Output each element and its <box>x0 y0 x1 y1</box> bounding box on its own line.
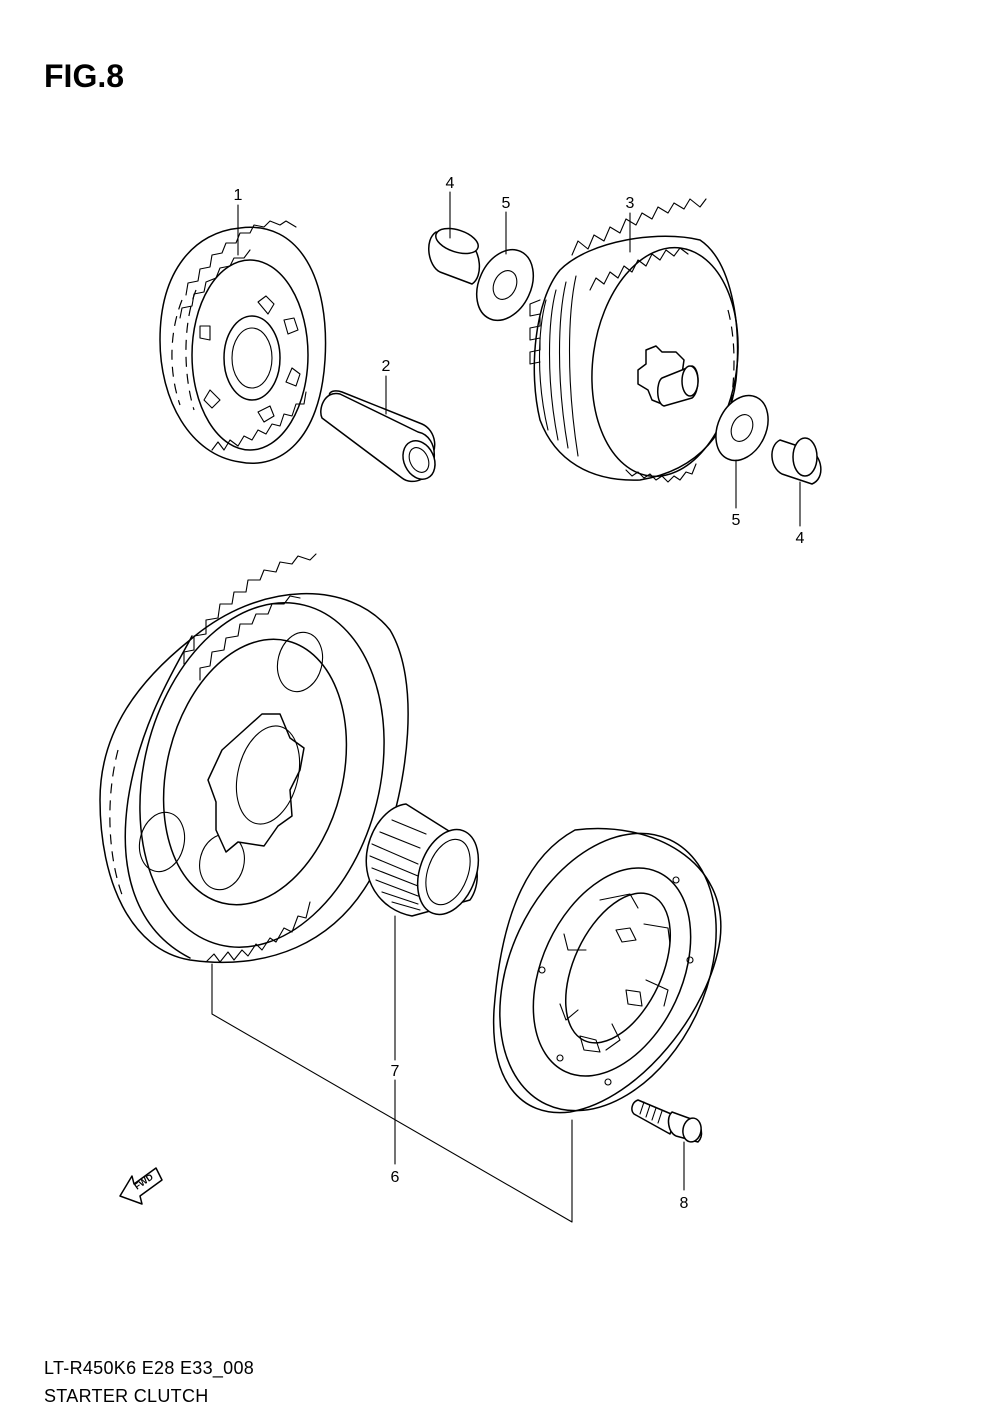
part-1-double-gear <box>159 220 327 464</box>
part-3-gear-assembly <box>529 198 739 483</box>
part-4-bushing-lower <box>771 437 822 485</box>
callout-7: 7 <box>391 1063 400 1080</box>
caption-name: STARTER CLUTCH <box>44 1386 209 1406</box>
callout-5-lower: 5 <box>732 512 741 529</box>
part-6-starter-driven-gear <box>99 553 409 964</box>
callout-4-upper: 4 <box>446 175 455 192</box>
callout-8: 8 <box>680 1195 689 1212</box>
leader-lines <box>211 191 801 1223</box>
part-2-shaft <box>320 390 436 483</box>
callout-3: 3 <box>626 195 635 212</box>
part-4-bushing-upper <box>428 227 481 285</box>
caption-code: LT-R450K6 E28 E33_008 <box>44 1358 255 1378</box>
callout-2: 2 <box>382 358 391 375</box>
part-5-washer-upper <box>475 248 535 322</box>
part-7-needle-bearing <box>365 803 480 917</box>
part-5-washer-lower <box>715 394 769 462</box>
callout-6: 6 <box>391 1169 400 1186</box>
callout-4-lower: 4 <box>796 530 805 547</box>
callout-numbers: 1 2 3 4 5 5 4 7 6 8 <box>234 175 805 1212</box>
callout-1: 1 <box>234 187 243 204</box>
part-7-one-way-clutch <box>492 827 722 1114</box>
callout-5-upper: 5 <box>502 195 511 212</box>
part-8-bolt <box>631 1099 703 1143</box>
figure-title: FIG.8 <box>44 58 125 94</box>
fwd-arrow-icon: FWD <box>119 1167 163 1205</box>
